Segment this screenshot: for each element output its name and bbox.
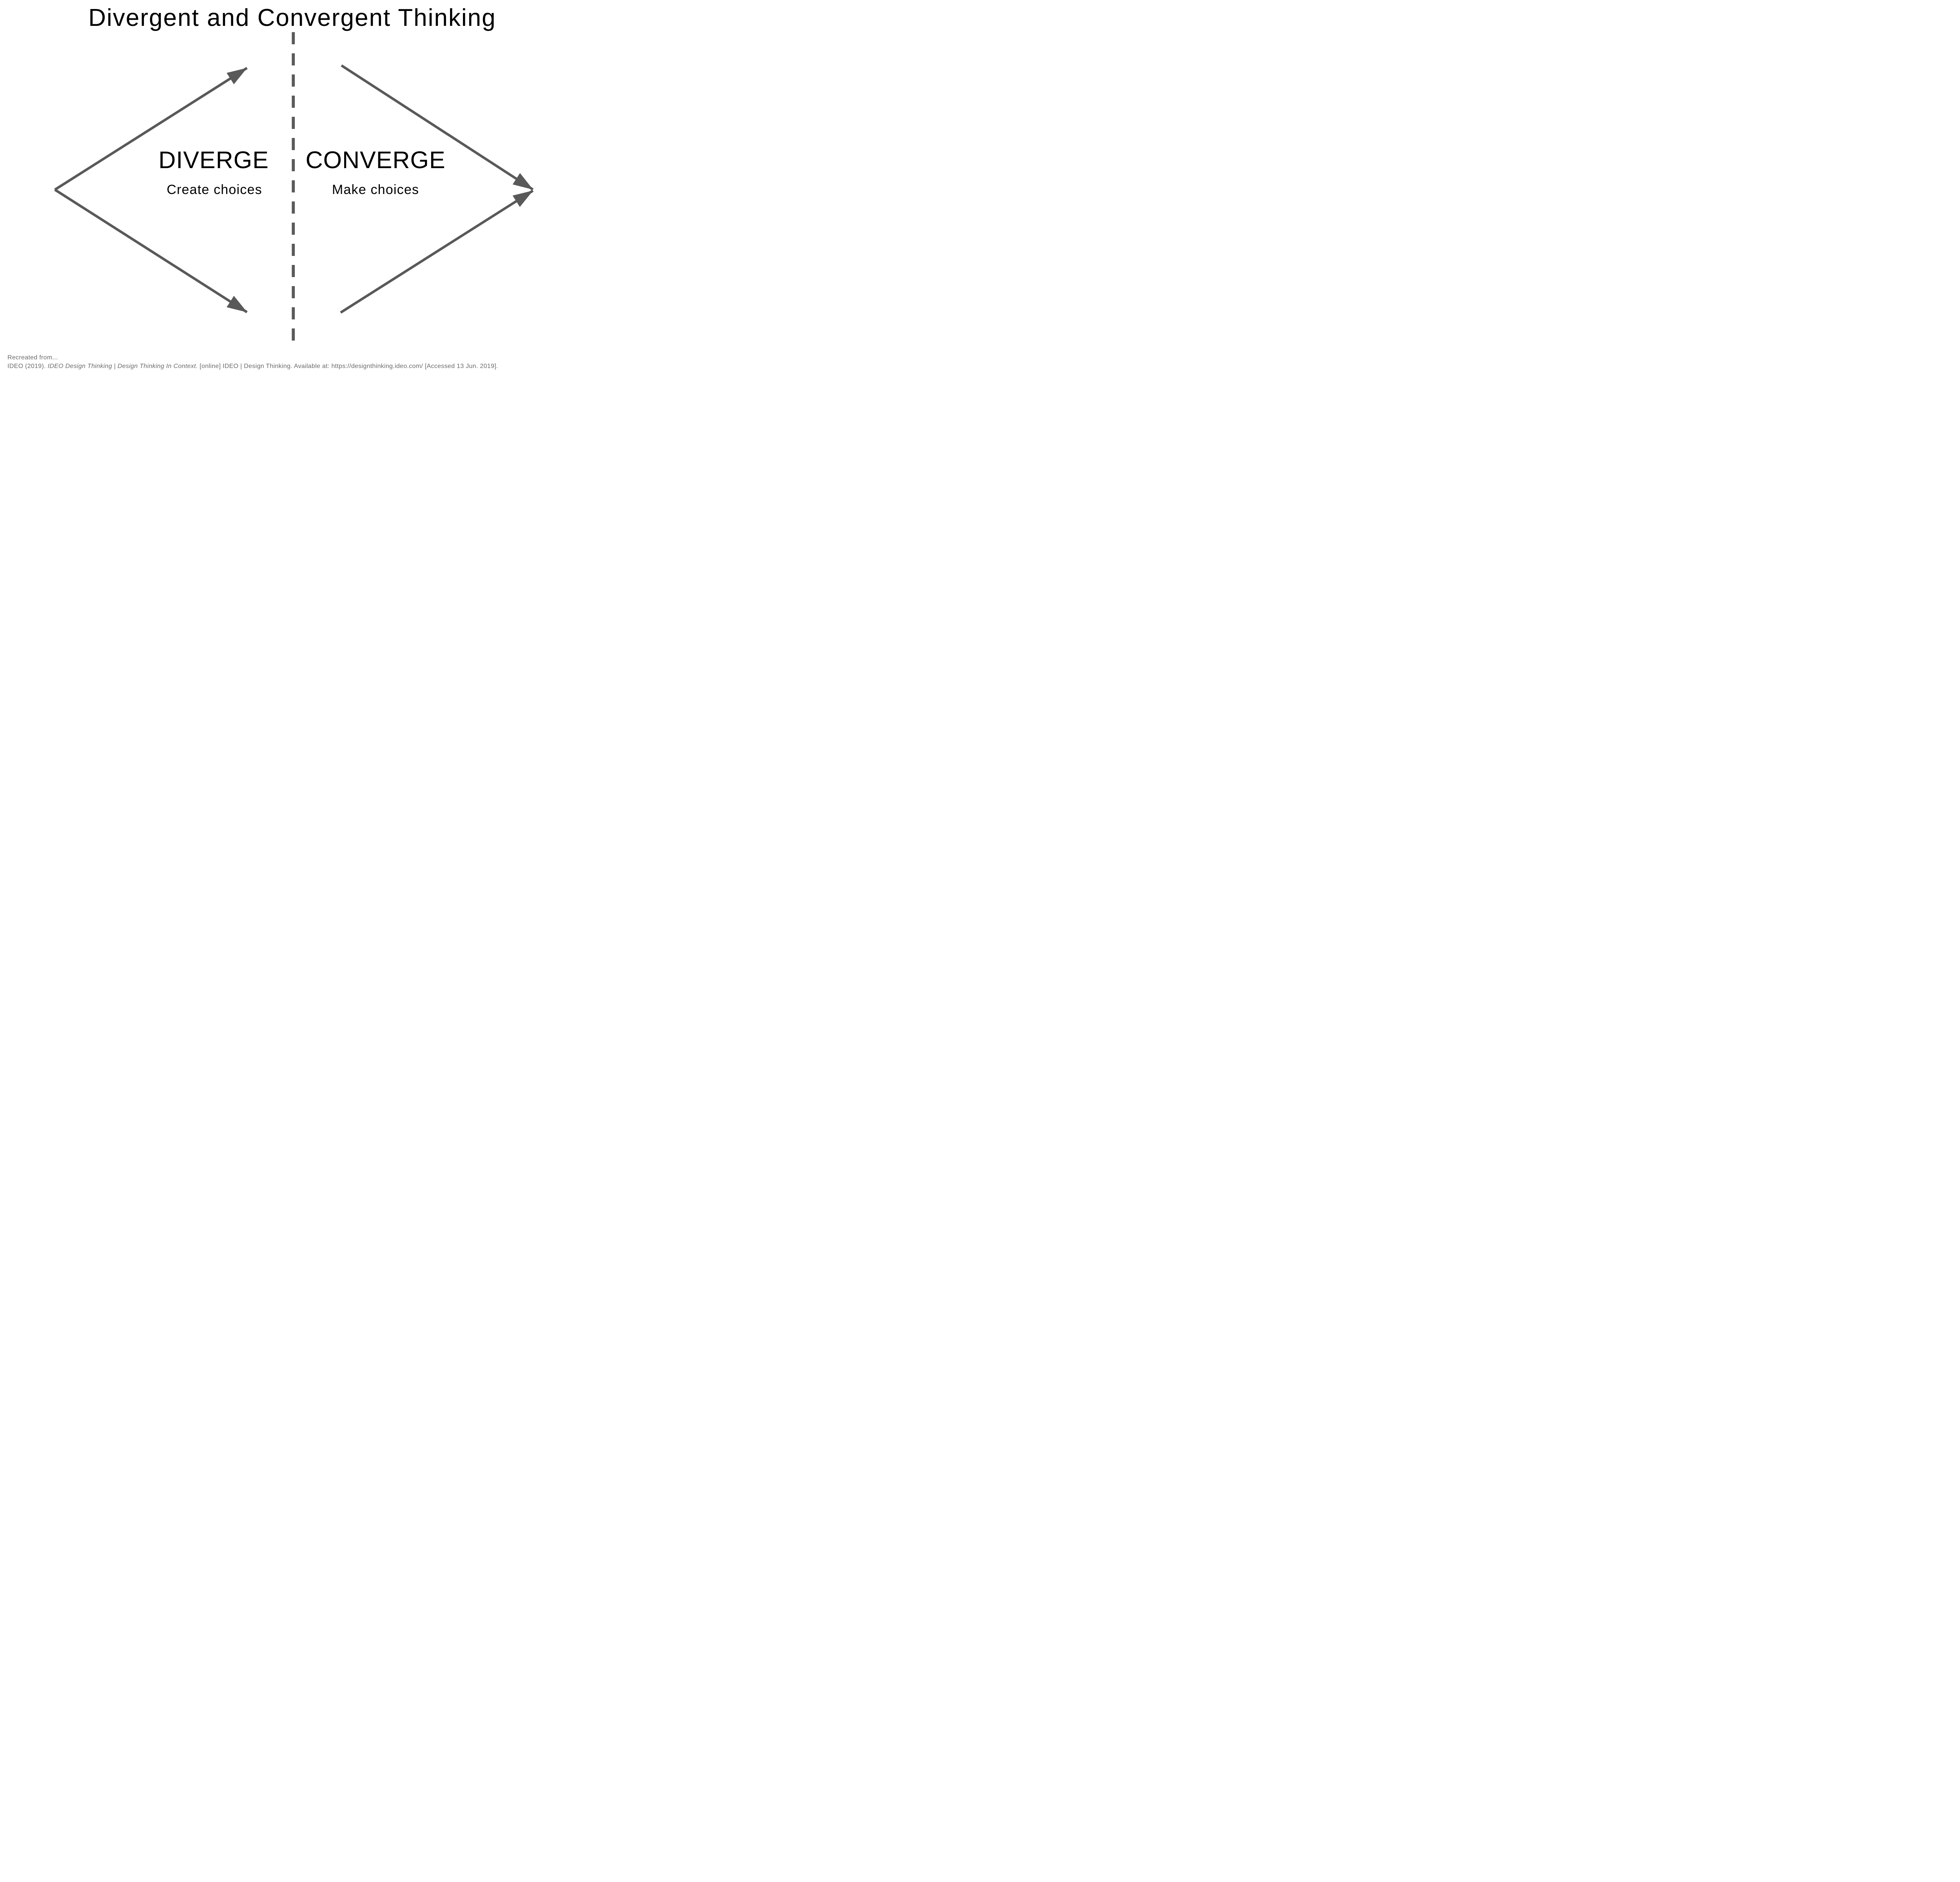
citation-line2: IDEO (2019). IDEO Design Thinking | Desi… [7, 362, 498, 371]
citation-line2-source-title: IDEO Design Thinking | Design Thinking I… [47, 363, 198, 370]
diverge-lower-arrow [54, 189, 248, 314]
diverge-heading: DIVERGE [158, 147, 269, 173]
converge-heading: CONVERGE [305, 147, 446, 173]
citation-line2-suffix: [online] IDEO | Design Thinking. Availab… [198, 363, 498, 370]
diverge-upper-arrow [54, 67, 248, 191]
diagram-canvas [54, 32, 534, 348]
converge-upper-arrow [341, 64, 534, 191]
page-title: Divergent and Convergent Thinking [88, 4, 496, 31]
converge-subheading: Make choices [332, 182, 419, 197]
diverge-subheading: Create choices [167, 182, 262, 197]
citation-line2-prefix: IDEO (2019). [7, 363, 48, 370]
converge-lower-arrow [340, 189, 534, 314]
citation-block: Recreated from... IDEO (2019). IDEO Desi… [7, 354, 498, 370]
citation-line1: Recreated from... [7, 354, 58, 361]
canvas: Divergent and Convergent Thinking DIVERG… [0, 0, 584, 376]
